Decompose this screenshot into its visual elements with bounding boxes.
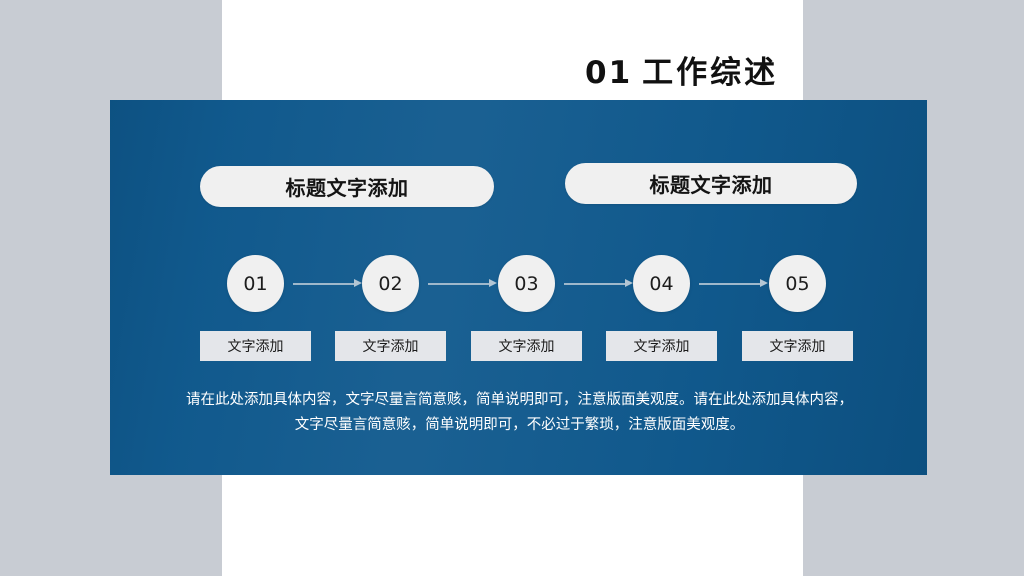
arrow-right-icon: [293, 279, 365, 287]
arrow-line: [699, 283, 761, 285]
page-title-text: 工作综述: [642, 55, 779, 91]
arrow-line: [564, 283, 626, 285]
step-circle-4[interactable]: 04: [633, 255, 690, 312]
arrow-head: [760, 279, 768, 287]
step-circle-2[interactable]: 02: [362, 255, 419, 312]
section-title-pill-2-label: 标题文字添加: [649, 173, 773, 197]
step-caption-4[interactable]: 文字添加: [606, 331, 717, 361]
arrow-line: [428, 283, 490, 285]
arrow-head: [625, 279, 633, 287]
step-circle-3-number: 03: [514, 272, 539, 295]
step-caption-row: 文字添加 文字添加 文字添加 文字添加 文字添加: [110, 331, 927, 361]
step-circle-1-number: 01: [243, 272, 268, 295]
step-caption-2[interactable]: 文字添加: [335, 331, 446, 361]
page-title-number: 01: [585, 55, 633, 91]
step-caption-1[interactable]: 文字添加: [200, 331, 311, 361]
section-title-pill-2[interactable]: 标题文字添加: [565, 163, 857, 204]
step-caption-1-label: 文字添加: [227, 339, 284, 355]
step-circle-2-number: 02: [378, 272, 403, 295]
body-paragraph: 请在此处添加具体内容，文字尽量言简意赅，简单说明即可，注意版面美观度。请在此处添…: [186, 392, 853, 433]
arrow-line: [293, 283, 355, 285]
step-circle-5[interactable]: 05: [769, 255, 826, 312]
step-caption-2-label: 文字添加: [362, 339, 419, 355]
step-circle-4-number: 04: [649, 272, 674, 295]
section-title-pill-1-label: 标题文字添加: [285, 176, 409, 200]
step-caption-5[interactable]: 文字添加: [742, 331, 853, 361]
arrow-right-icon: [699, 279, 771, 287]
card-inner-content: 标题文字添加 标题文字添加 01 02: [110, 100, 927, 475]
step-caption-3[interactable]: 文字添加: [471, 331, 582, 361]
arrow-head: [354, 279, 362, 287]
arrow-right-icon: [428, 279, 500, 287]
step-caption-3-label: 文字添加: [498, 339, 555, 355]
step-circle-row: 01 02 03: [110, 255, 927, 313]
step-caption-4-label: 文字添加: [633, 339, 690, 355]
step-caption-5-label: 文字添加: [769, 339, 826, 355]
step-circle-1[interactable]: 01: [227, 255, 284, 312]
blue-content-card: 标题文字添加 标题文字添加 01 02: [110, 100, 927, 475]
section-title-pill-1[interactable]: 标题文字添加: [200, 166, 494, 207]
arrow-right-icon: [564, 279, 636, 287]
step-circle-5-number: 05: [785, 272, 810, 295]
step-circle-3[interactable]: 03: [498, 255, 555, 312]
arrow-head: [489, 279, 497, 287]
